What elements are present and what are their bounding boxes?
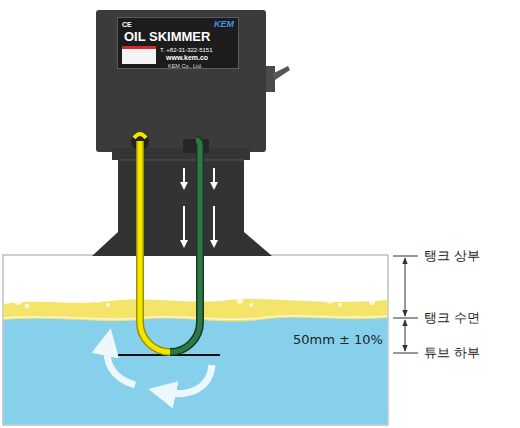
warning-sticker [122, 46, 156, 64]
flow-arrow [107, 342, 135, 385]
dimension-lines [393, 256, 418, 353]
skimmer-skirt [92, 160, 272, 256]
skimmer-housing [96, 10, 266, 152]
yellow-tube-outline [140, 141, 170, 352]
bubbles [14, 297, 375, 309]
switch-base [266, 66, 275, 92]
flow-arrow [162, 365, 212, 394]
tube-bottom-label: 튜브 하부 [424, 346, 480, 360]
website: www.kem.co [166, 54, 208, 62]
label-plate: CE KEM OIL SKIMMER T. +82-31-322-5151www.ke… [117, 17, 239, 69]
product-name: OIL SKIMMER [124, 30, 210, 44]
dimension-label: 50mm ± 10% [293, 333, 383, 347]
company-name: KEM Co., Ltd. [168, 63, 202, 69]
phone-number: T. +82-31-322-5151 [160, 47, 213, 54]
green-tube [170, 140, 200, 352]
ce-mark: CE [122, 21, 132, 29]
green-tube-outline [170, 140, 200, 352]
oil-surface [4, 316, 388, 320]
tank-surface-label: 탱크 수면 [424, 311, 480, 325]
housing-step [112, 148, 250, 160]
yellow-tube-end [134, 134, 146, 138]
brand-logo: KEM [214, 20, 234, 30]
tank-top-label: 탱크 상부 [424, 249, 480, 263]
switch-lever [272, 66, 290, 80]
yellow-tube [140, 141, 170, 352]
